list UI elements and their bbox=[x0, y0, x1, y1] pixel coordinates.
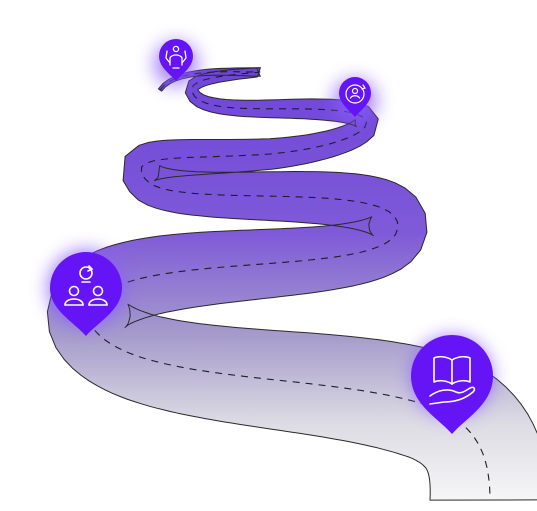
open-book-hand-icon bbox=[429, 355, 476, 405]
milestone-pin-1 bbox=[154, 39, 198, 86]
person-refresh-icon bbox=[345, 84, 366, 104]
milestone-pin-3 bbox=[48, 250, 124, 336]
road-center-dashes bbox=[88, 71, 491, 501]
team-collaboration-icon bbox=[64, 265, 108, 306]
milestone-pin-4 bbox=[411, 334, 493, 434]
person-raising-hands-icon bbox=[165, 45, 187, 69]
milestone-pin-2 bbox=[333, 77, 377, 123]
